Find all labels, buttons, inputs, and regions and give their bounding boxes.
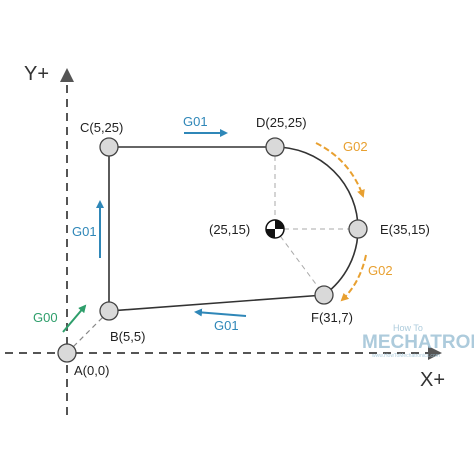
point-b-label: B(5,5) [110,329,145,344]
point-a-label: A(0,0) [74,363,109,378]
g02-top-label: G02 [343,139,368,154]
a-to-b-dash [66,310,110,354]
g00-label: G00 [33,310,58,325]
g02-bottom-label: G02 [368,263,393,278]
point-e-label: E(35,15) [380,222,430,237]
watermark-url-text: www.HowToMechatronics.com [372,353,440,359]
g01-bottom-arrow-icon [194,308,247,317]
g02-bottom-arrow-icon [340,254,367,302]
center-label: (25,15) [209,222,250,237]
watermark-main-text: MECHATRONICS [362,332,474,353]
g01-top-label: G01 [183,114,208,129]
watermark-logo: MECHATRONICS How To www.HowToMechatronic… [362,323,474,359]
point-d-label: D(25,25) [256,115,307,130]
g00-arrow-icon [62,304,87,333]
point-c-label: C(5,25) [80,120,123,135]
y-axis-label: Y+ [24,63,49,85]
g01-bottom-label: G01 [214,318,239,333]
y-axis-arrow-icon [60,68,74,82]
x-axis-arrow-icon [428,346,442,360]
center-marker-icon [265,219,285,239]
g02-top-arrow-icon [315,142,365,198]
center-to-f-dash [274,228,325,296]
g01-up-label: G01 [72,224,97,239]
point-b-marker [99,301,119,321]
tool-path [108,146,359,312]
point-f-marker [314,285,334,305]
point-f-label: F(31,7) [311,310,353,325]
point-e-marker [348,219,368,239]
watermark-how-to-text: How To [393,323,423,333]
point-a-marker [57,343,77,363]
x-axis-label: X+ [420,369,445,391]
point-c-marker [99,137,119,157]
point-d-marker [265,137,285,157]
